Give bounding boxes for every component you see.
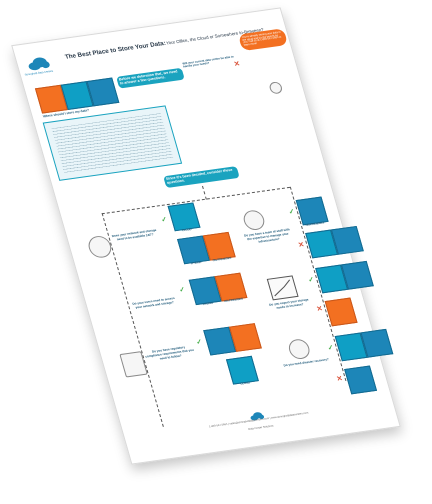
question-team: Do you have a team of staff with the exp… xyxy=(243,227,291,244)
check-icon: ✓ xyxy=(287,208,296,217)
footer-logo-icon xyxy=(246,407,267,427)
intro-question-1: Will your current data center be able to… xyxy=(181,54,235,69)
intro-callout: Before we determine that, we need to ans… xyxy=(116,67,185,89)
question-regulations: Do you have regulatory compliance requir… xyxy=(144,345,195,361)
person-icon xyxy=(268,81,284,95)
x-mark-icon: ✕ xyxy=(297,241,306,250)
question-24-7: Does your network and storage need to be… xyxy=(111,227,157,242)
team-icon xyxy=(241,209,267,232)
info-panel-lines xyxy=(51,113,174,174)
check-icon: ✓ xyxy=(178,286,187,295)
x-mark-icon: ✕ xyxy=(335,375,344,384)
question-remote: Do your users need to access your networ… xyxy=(131,296,176,310)
on-premises-tile-icon xyxy=(344,365,378,395)
recovery-clock-icon xyxy=(286,338,312,361)
connector-line xyxy=(101,186,291,215)
check-icon: ✓ xyxy=(307,276,316,285)
section2-callout: Since it's been decided, consider these … xyxy=(163,166,240,188)
check-icon: ✓ xyxy=(160,216,169,224)
check-icon: ✓ xyxy=(326,344,335,353)
growth-chart-icon xyxy=(266,275,299,301)
x-mark-icon: ✕ xyxy=(233,60,241,69)
info-panel xyxy=(42,105,183,181)
check-icon: ✓ xyxy=(195,338,204,347)
connector-line xyxy=(201,185,207,200)
question-recovery: Do you need disaster recovery? xyxy=(282,357,330,368)
x-mark-icon: ✕ xyxy=(315,305,324,314)
infographic-document: Stronghold Data Centers The Best Place t… xyxy=(11,7,401,465)
logo-cloud-icon xyxy=(24,55,53,77)
page-title: The Best Place to Store Your Data: xyxy=(64,39,167,61)
